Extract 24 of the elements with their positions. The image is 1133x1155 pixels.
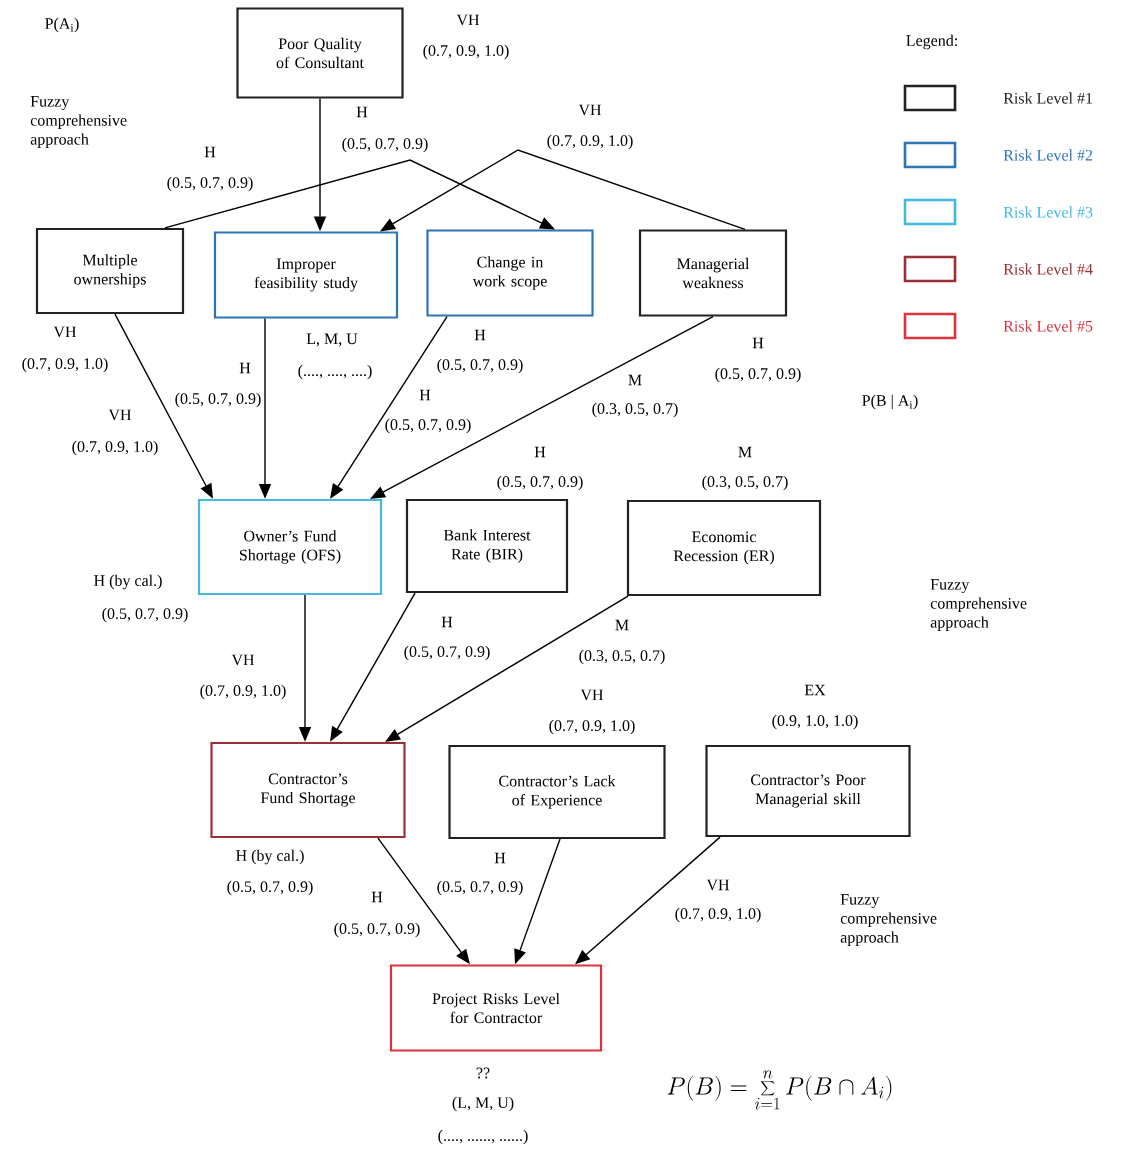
- risk-box: Change in work scope: [426, 229, 594, 317]
- legend-label: Risk Level #3: [1003, 206, 1093, 218]
- note-text: Fuzzy comprehensive approach: [30, 96, 127, 148]
- note-text: Fuzzy comprehensive approach: [930, 579, 1027, 631]
- risk-box: Economic Recession (ER): [626, 499, 822, 597]
- arrow: [385, 595, 629, 742]
- risk-box: Improper feasibility study: [213, 231, 399, 319]
- risk-box: Contractor’s Poor Managerial skill: [705, 744, 911, 838]
- risk-box: Contractor’s Fund Shortage: [210, 741, 406, 839]
- arrow: [370, 315, 714, 499]
- legend-label: Risk Level #1: [1003, 92, 1093, 104]
- risk-box: Poor Quality of Consultant: [236, 7, 404, 99]
- risk-box: Project Risks Level for Contractor: [389, 964, 603, 1052]
- formula: $P(B)=\sum_{i=1}^{n}P(B\cap A_{i})$: [667, 1070, 892, 1110]
- risk-box: Bank Interest Rate (BIR): [405, 498, 569, 594]
- legend-label: Risk Level #4: [1003, 263, 1093, 275]
- risk-box: Managerial weakness: [638, 229, 788, 317]
- note-text: Fuzzy comprehensive approach: [840, 894, 937, 946]
- risk-box: Multiple ownerships: [35, 227, 185, 315]
- arrow: [380, 149, 746, 232]
- legend-label: Risk Level #2: [1003, 149, 1093, 161]
- legend-label: Risk Level #5: [1003, 320, 1093, 332]
- risk-box: Owner’s Fund Shortage (OFS): [197, 498, 383, 596]
- risk-box: Contractor’s Lack of Experience: [448, 744, 666, 840]
